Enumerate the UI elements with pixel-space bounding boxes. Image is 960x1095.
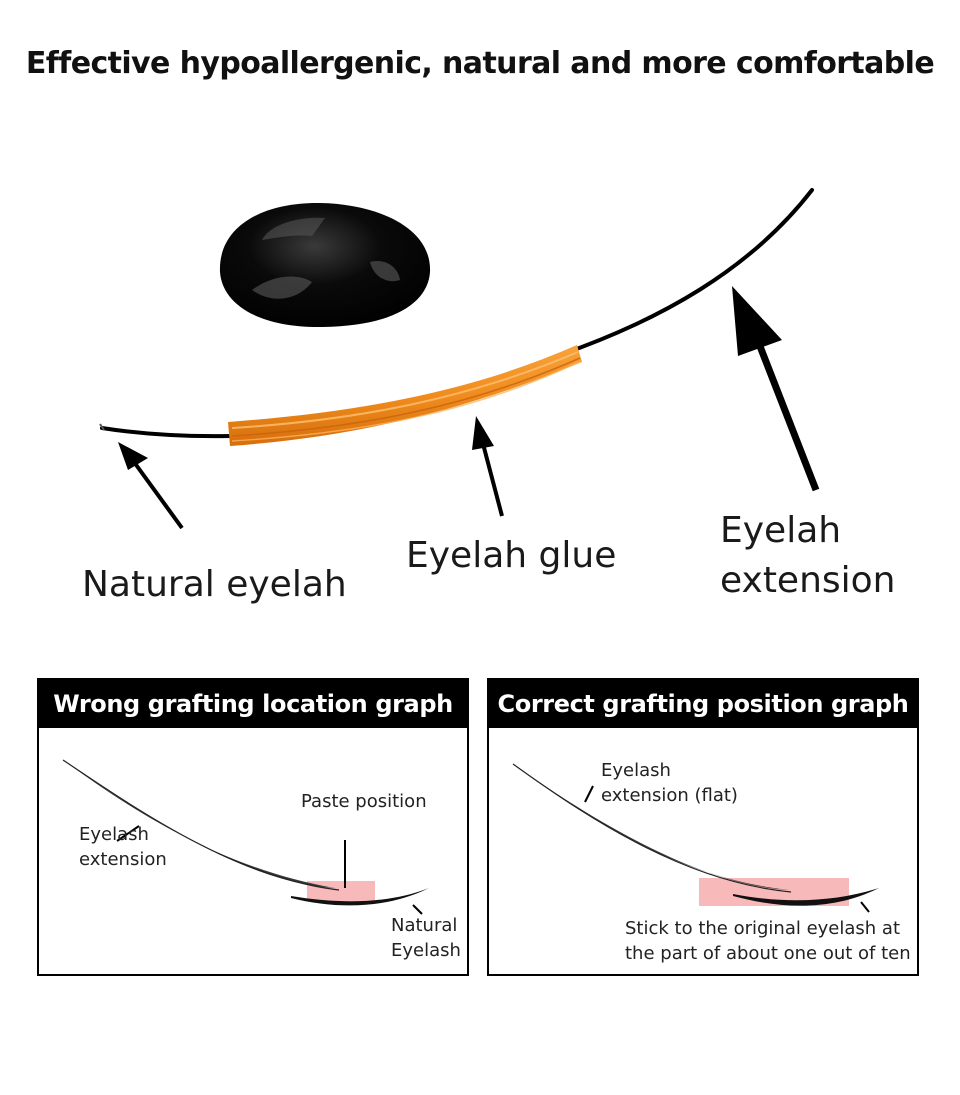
- correct-natural-lash: [733, 888, 879, 906]
- glue-label: Eyelah glue: [406, 535, 617, 576]
- extension-label-line2: extension: [720, 560, 896, 601]
- extension-pointer: [116, 825, 140, 842]
- stick-pointer: [860, 901, 870, 913]
- wrong-extension-label-line1: Eyelash: [79, 824, 149, 845]
- extension-label-line1: Eyelah: [720, 510, 842, 551]
- natural-eyelash-label-line1: Natural: [391, 915, 458, 936]
- arrow-glue-icon: [472, 416, 504, 517]
- wrong-natural-lash: [291, 888, 429, 906]
- paste-zone: [307, 881, 375, 901]
- correct-extension-pointer: [584, 785, 594, 803]
- glue-drop-icon: [219, 202, 431, 328]
- natural-eyelash-label-line2: Eyelash: [391, 940, 461, 961]
- correct-grafting-panel: Correct grafting position graph Eyelash …: [487, 678, 919, 976]
- natural-eyelash-line: [100, 426, 234, 439]
- stick-label-line1: Stick to the original eyelash at: [625, 918, 901, 939]
- eyelash-extension-line: [558, 188, 814, 357]
- correct-extension-label-line1: Eyelash: [601, 760, 671, 781]
- paste-position-label: Paste position: [301, 791, 427, 812]
- page-title: Effective hypoallergenic, natural and mo…: [25, 46, 935, 81]
- natural-pointer: [412, 904, 423, 915]
- correct-graph: [512, 763, 879, 913]
- stick-label-line2: the part of about one out of ten: [625, 943, 911, 964]
- arrow-extension-icon: [732, 286, 820, 492]
- wrong-panel-title: Wrong grafting location graph: [39, 680, 467, 728]
- correct-extension-label-line2: extension (flat): [601, 785, 738, 806]
- wrong-graph: [62, 759, 429, 915]
- natural-eyelash-label: Natural eyelah: [82, 564, 347, 605]
- eyelash-glue-illustration: [99, 188, 820, 530]
- wrong-grafting-panel: Wrong grafting location graph Eyelash ex…: [37, 678, 469, 976]
- arrow-natural-icon: [118, 442, 184, 530]
- wrong-extension-label-line2: extension: [79, 849, 167, 870]
- glue-band: [228, 345, 582, 446]
- correct-panel-title: Correct grafting position graph: [489, 680, 917, 728]
